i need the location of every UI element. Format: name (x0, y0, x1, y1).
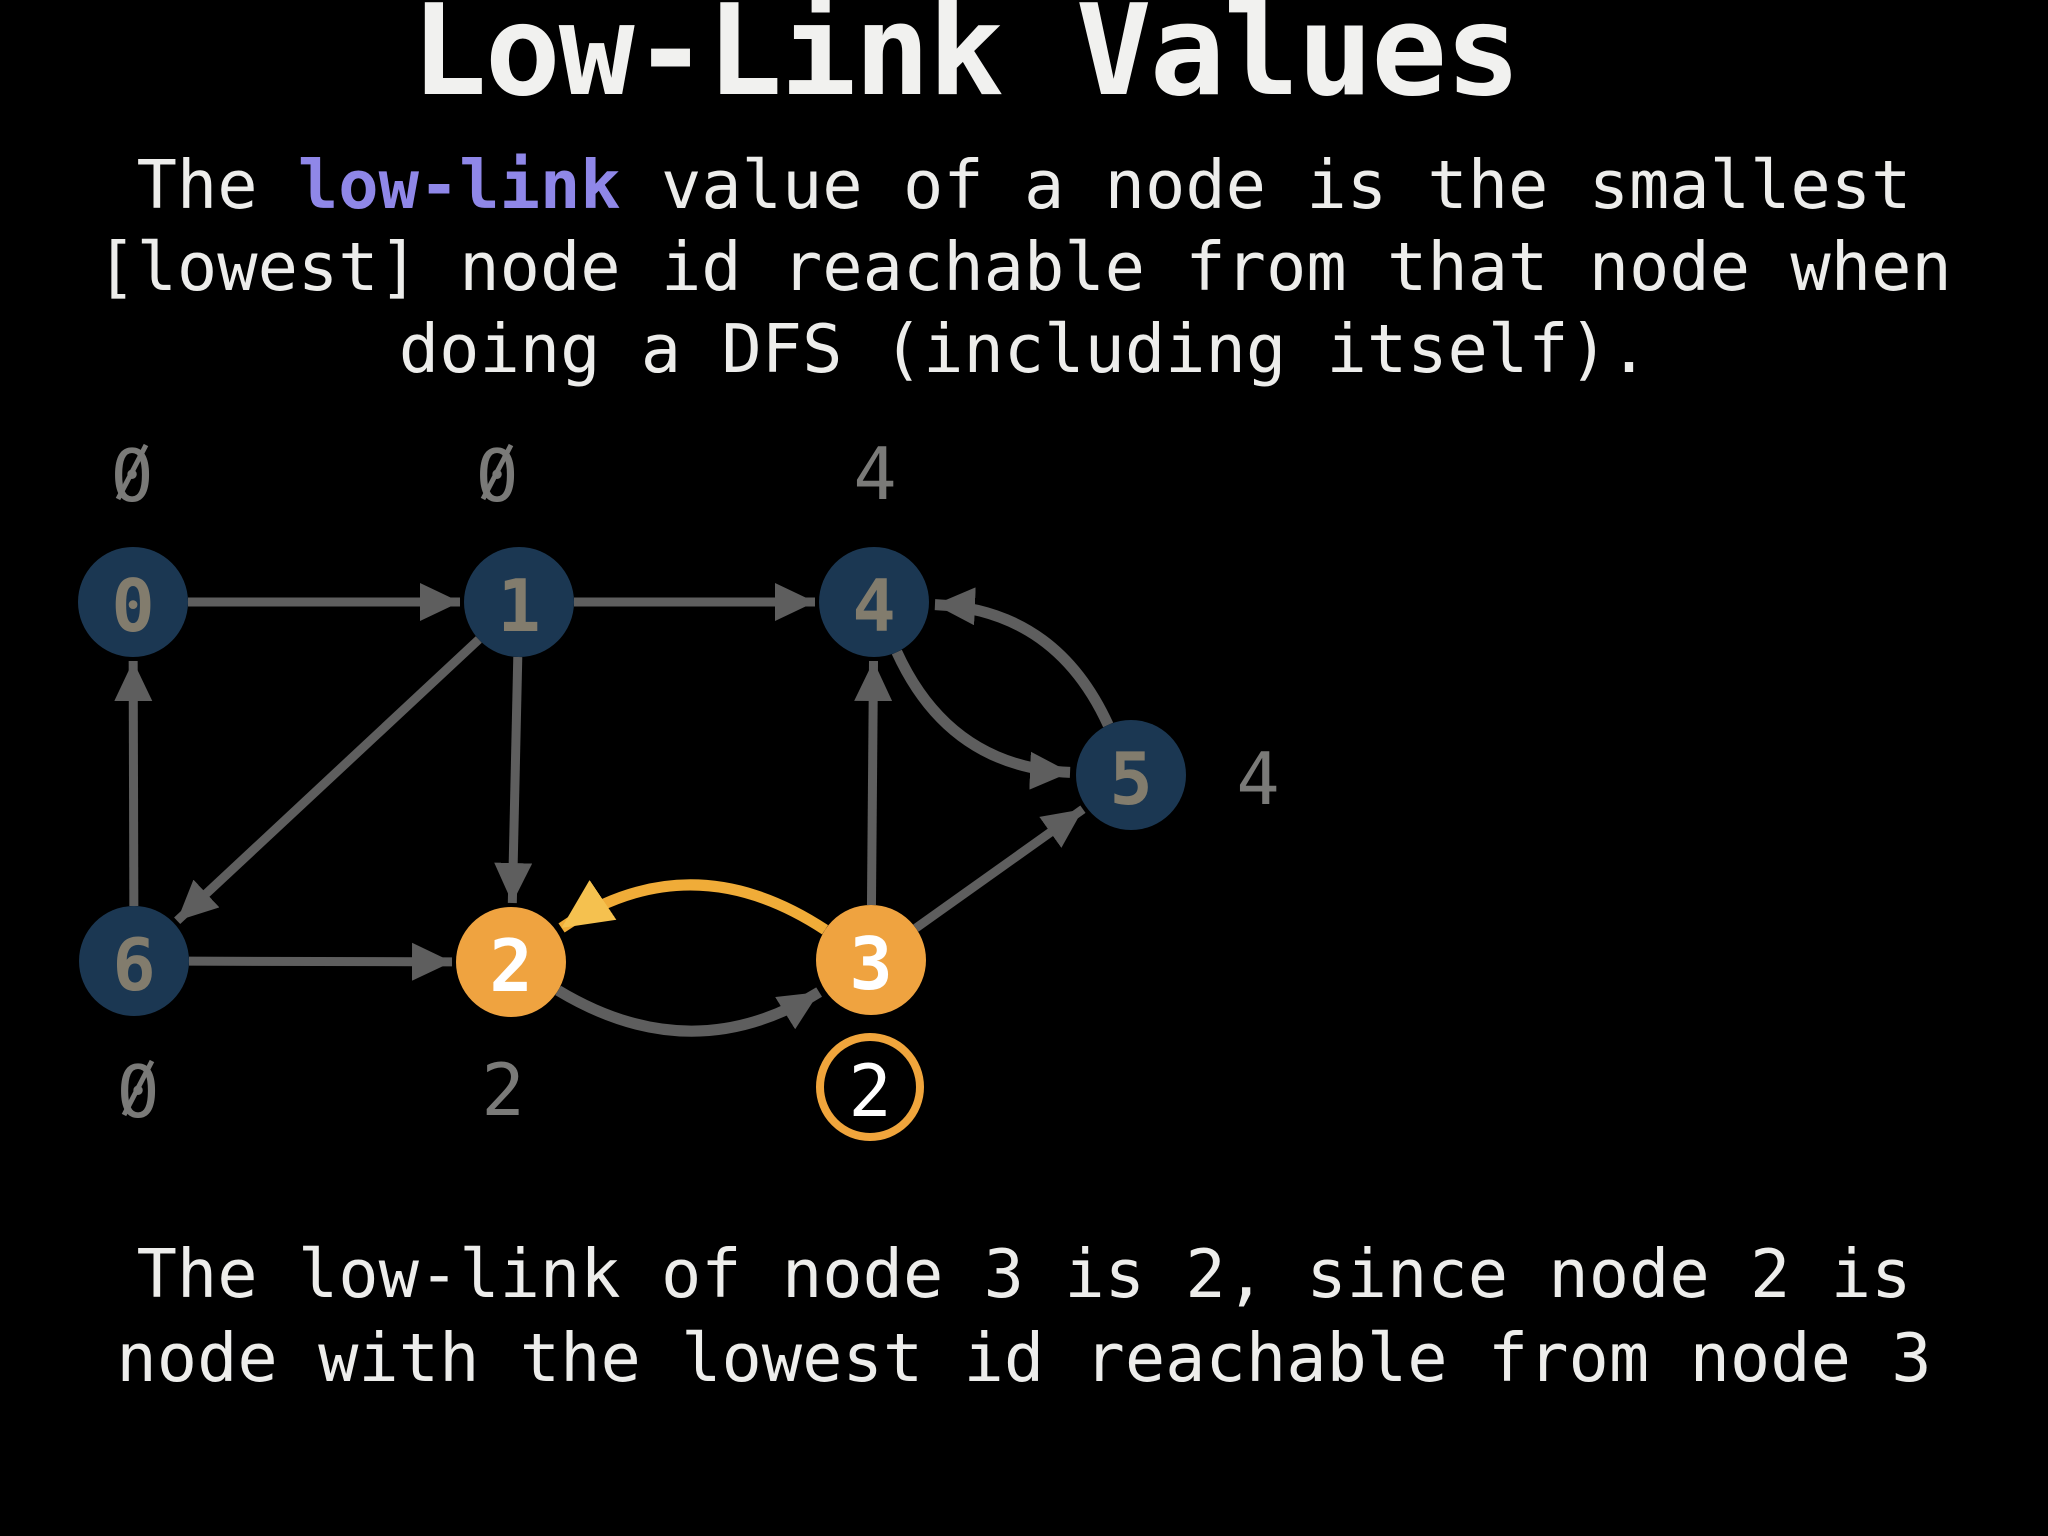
lowlink-label-2: 2 (481, 1048, 524, 1132)
edge-3-2 (558, 879, 829, 935)
node-circle-2 (456, 907, 566, 1017)
edge-2-3 (555, 985, 823, 1037)
lowlink-keyword: low-link (297, 146, 621, 224)
page-title: Low-Link Values (411, 0, 1521, 124)
node-circle-1 (464, 547, 574, 657)
node-label-4: 4 (852, 564, 895, 648)
footer-line-2: node with the lowest id reachable from n… (116, 1319, 1932, 1397)
lowlink-slash-1 (480, 443, 514, 501)
lowlink-slash-0 (115, 443, 149, 501)
footer-line-1: The low-link of node 3 is 2, since node … (136, 1235, 1912, 1313)
edge-5-4 (934, 587, 1114, 728)
edge-1-2 (494, 656, 533, 904)
node-circle-6 (79, 906, 189, 1016)
edge-6-0 (114, 660, 153, 907)
edge-4-5 (891, 649, 1071, 790)
intro-line1-post: value of a node is the smallest (620, 146, 1912, 224)
node-label-2: 2 (489, 924, 532, 1008)
node-label-3: 3 (849, 922, 892, 1006)
lowlink-label-5: 4 (1236, 737, 1279, 821)
footer-text: The low-link of node 3 is 2, since node … (0, 1232, 2048, 1400)
node-circle-4 (819, 547, 929, 657)
node-circle-3 (816, 905, 926, 1015)
intro-line1-pre: The (136, 146, 298, 224)
edge-6-2 (188, 942, 453, 981)
lowlink-label-4: 4 (853, 432, 896, 516)
node-label-5: 5 (1109, 737, 1152, 821)
intro-line-1: The low-link value of a node is the smal… (0, 144, 2048, 226)
intro-line-3: doing a DFS (including itself). (398, 310, 1650, 388)
node-circle-5 (1076, 720, 1186, 830)
intro-text: The low-link value of a node is the smal… (0, 144, 2048, 390)
node-label-6: 6 (112, 923, 155, 1007)
edge-3-5 (913, 805, 1086, 932)
intro-line-2: [lowest] node id reachable from that nod… (96, 228, 1952, 306)
node-label-0: 0 (111, 564, 154, 648)
edge-3-4 (854, 660, 893, 906)
node-label-1: 1 (497, 564, 540, 648)
lowlink-label-3: 2 (848, 1049, 891, 1133)
node-circle-0 (78, 547, 188, 657)
edge-1-6 (174, 636, 482, 925)
lowlink-slash-6 (121, 1059, 155, 1117)
lowlink-circle-3 (816, 1033, 924, 1141)
